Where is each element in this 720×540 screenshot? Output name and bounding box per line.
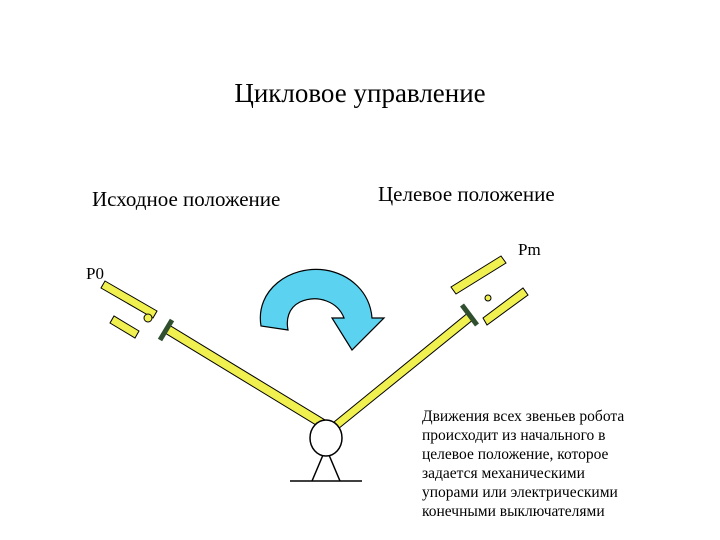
description-line: целевое положение, которое [422,446,609,463]
right-gripper-finger-upper [450,255,507,295]
right-gripper-finger-lower [482,287,529,326]
description-line: конечными выключателями [422,503,605,520]
left-gripper-finger-upper [100,280,158,319]
right-gripper-mount [460,303,479,327]
description-line: упорами или электрическими [422,484,618,501]
description-line: Движения всех звеньев робота [422,408,625,425]
pm-label: Pm [518,240,541,259]
left-gripper-finger-lower [109,315,140,339]
description-line: происходит из начального в [422,427,606,444]
p0-label: P0 [86,264,104,283]
description-text: Движения всех звеньев робота происходит … [422,407,712,521]
description-line: задается механическими [422,465,585,482]
rotation-arrow-icon [259,268,386,351]
base-leg-right [328,454,341,482]
target-position-label: Целевое положение [378,182,555,206]
start-position-label: Исходное положение [92,187,281,211]
left-gripper-mount [157,318,175,342]
left-arm-link [164,324,326,429]
right-target-point [484,294,492,302]
page-title: Цикловое управление [234,78,486,108]
left-target-point [143,313,153,323]
base-joint [309,419,343,457]
base-leg-left [311,454,324,482]
